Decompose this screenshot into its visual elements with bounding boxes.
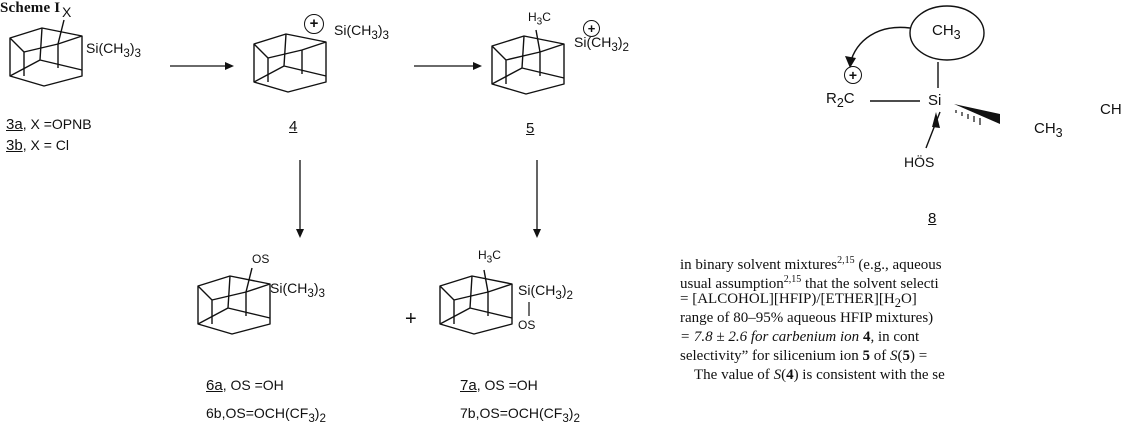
- c3-substituent-x: X: [62, 4, 72, 20]
- s8-cation-charge: +: [844, 66, 862, 84]
- adamantane-structure-3: [9, 19, 83, 87]
- structure-8-bonds: [845, 5, 1000, 149]
- c7-silyl-group: Si(CH3)2: [518, 282, 573, 302]
- compound-number-4: 4: [289, 118, 298, 135]
- text-line-6: selectivity” for silicenium ion 5 of S(5…: [680, 348, 928, 364]
- text-line-2: usual assumption2,15 that the solvent se…: [680, 274, 939, 292]
- text-line-7: The value of S(4) is consistent with the…: [694, 367, 945, 383]
- c3-label-b: 3b, X = Cl: [6, 137, 69, 154]
- reaction-arrow-3-to-4: [170, 62, 234, 70]
- c6-label-a: 6a, OS =OH: [206, 377, 284, 394]
- c4-silyl-group: Si(CH3)3: [334, 22, 389, 42]
- c7-os-group: OS: [518, 318, 536, 332]
- adamantane-structure-6: [197, 267, 271, 335]
- text-line-5: = 7.8 ± 2.6 for carbenium ion 4, in cont: [680, 329, 920, 345]
- text-line-3: = [ALCOHOL][HFIP)/[ETHER][H2O]: [680, 291, 917, 310]
- c7-methyl: H3C: [478, 248, 501, 266]
- c3-silyl-group: Si(CH3)3: [86, 40, 141, 60]
- c6-label-b: 6b,OS=OCH(CF3)2: [206, 405, 326, 425]
- text-line-4: range of 80–95% aqueous HFIP mixtures): [680, 310, 934, 326]
- c5-cation-charge: +: [583, 20, 600, 37]
- c6-os-group: OS: [252, 252, 270, 266]
- s8-r2c: R2C: [826, 90, 855, 110]
- s8-hos: HÖS: [904, 154, 935, 170]
- s8-ch3-lower: CH3: [1034, 120, 1063, 140]
- s8-si: Si: [928, 92, 942, 109]
- s8-ch3-top: CH3: [932, 22, 961, 42]
- reaction-arrow-4-to-5: [414, 62, 482, 70]
- compound-number-8: 8: [928, 210, 937, 227]
- adamantane-structure-4: [253, 33, 327, 93]
- c7-label-b: 7b,OS=OCH(CF3)2: [460, 405, 580, 425]
- reaction-arrow-4-to-6: [296, 160, 304, 238]
- adamantane-structure-7: [439, 269, 513, 335]
- plus-sign: +: [405, 308, 417, 330]
- c5-silyl-group: Si(CH3)2: [574, 34, 629, 54]
- text-line-1: in binary solvent mixtures2,15 (e.g., aq…: [680, 255, 942, 273]
- compound-number-5: 5: [526, 120, 535, 137]
- c4-cation-charge: +: [304, 14, 324, 34]
- scheme-heading: Scheme I: [0, 0, 61, 16]
- c3-label-a: 3a, X =OPNB: [6, 116, 92, 133]
- c7-label-a: 7a, OS =OH: [460, 377, 538, 394]
- reaction-arrow-5-to-7: [533, 160, 541, 238]
- c6-silyl-group: Si(CH3)3: [270, 280, 325, 300]
- adamantane-structure-5: [491, 29, 565, 95]
- c5-methyl: H3C: [528, 10, 551, 28]
- c7-si-os-bond: [528, 302, 530, 316]
- s8-ch3-right: CH: [1100, 101, 1122, 118]
